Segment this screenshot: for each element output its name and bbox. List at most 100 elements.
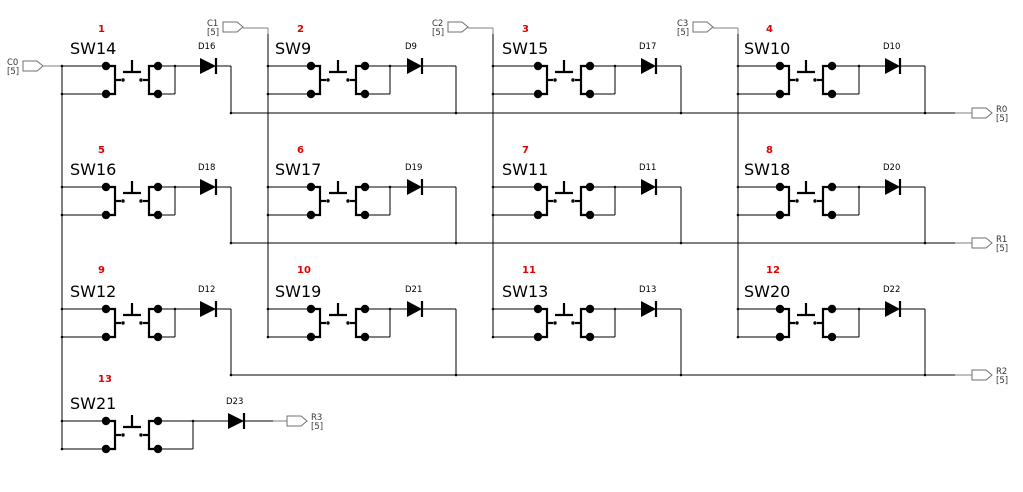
port-arrow-icon bbox=[447, 21, 469, 33]
junction-dot bbox=[857, 64, 861, 68]
switch-terminal-dot bbox=[306, 332, 316, 342]
junction-dot bbox=[60, 92, 64, 96]
diode-icon bbox=[641, 58, 656, 74]
switch-terminal-dot bbox=[306, 61, 316, 71]
switch-terminal-dot bbox=[101, 416, 111, 426]
port-name: R3 bbox=[311, 413, 322, 423]
key-number: 11 bbox=[522, 265, 536, 276]
switch-right-contacts bbox=[147, 307, 158, 339]
port-bus-width: [5] bbox=[996, 114, 1008, 124]
switch-terminal-dot bbox=[101, 89, 111, 99]
diode-icon bbox=[200, 179, 216, 195]
diode-icon bbox=[885, 179, 900, 195]
switch-left-contacts bbox=[106, 419, 117, 451]
port-arrow-icon bbox=[286, 415, 308, 427]
switch-left-contacts bbox=[311, 64, 322, 96]
column-port-c2: C2[5] bbox=[432, 19, 469, 38]
port-arrow-icon bbox=[22, 60, 44, 72]
column-port-c0: C0[5] bbox=[7, 58, 44, 77]
switch-designator: SW12 bbox=[70, 282, 116, 301]
junction-dot bbox=[857, 307, 861, 311]
switch-left-contacts bbox=[311, 185, 322, 217]
switch-left-contacts bbox=[538, 307, 549, 339]
switch-terminal-dot bbox=[306, 304, 316, 314]
diode-icon bbox=[641, 301, 656, 317]
diode-icon bbox=[641, 179, 656, 195]
junction-dot bbox=[266, 92, 270, 96]
diode-designator: D20 bbox=[883, 163, 900, 173]
junction-dot bbox=[191, 419, 195, 423]
switch-terminal-dot bbox=[101, 210, 111, 220]
key-number: 6 bbox=[297, 145, 304, 156]
switch-contact-point bbox=[326, 321, 330, 325]
switch-contact-point bbox=[553, 321, 557, 325]
switch-terminal-dot bbox=[533, 210, 543, 220]
port-name: C3 bbox=[677, 19, 688, 29]
switch-left-contacts bbox=[106, 185, 117, 217]
switch-terminal-dot bbox=[775, 182, 785, 192]
port-bus-width: [5] bbox=[996, 244, 1008, 254]
diode-designator: D21 bbox=[405, 285, 422, 295]
diode-designator: D12 bbox=[198, 285, 215, 295]
port-name: C2 bbox=[432, 19, 443, 29]
switch-terminal-dot bbox=[775, 61, 785, 71]
junction-dot bbox=[923, 111, 927, 115]
junction-dot bbox=[736, 307, 740, 311]
switch-contact-point bbox=[795, 321, 799, 325]
row-port-r2: R2[5] bbox=[971, 367, 1008, 386]
diode-icon bbox=[200, 301, 216, 317]
switch-left-contacts bbox=[538, 185, 549, 217]
junction-dot bbox=[454, 241, 458, 245]
diode-designator: D19 bbox=[405, 163, 422, 173]
junction-dot bbox=[736, 92, 740, 96]
port-arrow-icon bbox=[971, 107, 993, 119]
junction-dot bbox=[613, 185, 617, 189]
junction-dot bbox=[266, 64, 270, 68]
key-number: 7 bbox=[522, 145, 529, 156]
junction-dot bbox=[613, 64, 617, 68]
junction-dot bbox=[388, 64, 392, 68]
switch-designator: SW10 bbox=[744, 39, 790, 58]
junction-dot bbox=[229, 373, 233, 377]
junction-dot bbox=[491, 64, 495, 68]
switch-terminal-dot bbox=[775, 304, 785, 314]
switch-terminal-dot bbox=[101, 444, 111, 454]
switch-terminal-dot bbox=[101, 332, 111, 342]
switch-contact-point bbox=[139, 321, 143, 325]
switch-left-contacts bbox=[780, 185, 791, 217]
switch-terminal-dot bbox=[306, 89, 316, 99]
switch-contact-point bbox=[813, 78, 817, 82]
switch-designator: SW21 bbox=[70, 394, 116, 413]
row-port-r3: R3[5] bbox=[286, 413, 323, 432]
diode-icon bbox=[228, 413, 244, 429]
junction-dot bbox=[266, 213, 270, 217]
switch-contact-point bbox=[571, 199, 575, 203]
switch-contact-point bbox=[121, 433, 125, 437]
diode-designator: D10 bbox=[883, 42, 900, 52]
switch-right-contacts bbox=[579, 185, 590, 217]
port-arrow-icon bbox=[971, 237, 993, 249]
switch-right-contacts bbox=[147, 64, 158, 96]
key-number: 8 bbox=[766, 145, 773, 156]
switch-contact-point bbox=[139, 433, 143, 437]
junction-dot bbox=[679, 373, 683, 377]
key-number: 2 bbox=[297, 24, 304, 35]
switch-contact-point bbox=[326, 199, 330, 203]
junction-dot bbox=[454, 373, 458, 377]
diode-designator: D22 bbox=[883, 285, 900, 295]
switch-contact-point bbox=[326, 78, 330, 82]
port-name: C0 bbox=[7, 58, 18, 68]
switch-designator: SW18 bbox=[744, 160, 790, 179]
switch-left-contacts bbox=[106, 307, 117, 339]
junction-dot bbox=[229, 111, 233, 115]
switch-contact-point bbox=[813, 199, 817, 203]
port-arrow-icon bbox=[692, 21, 714, 33]
switch-terminal-dot bbox=[533, 89, 543, 99]
diode-icon bbox=[407, 179, 422, 195]
